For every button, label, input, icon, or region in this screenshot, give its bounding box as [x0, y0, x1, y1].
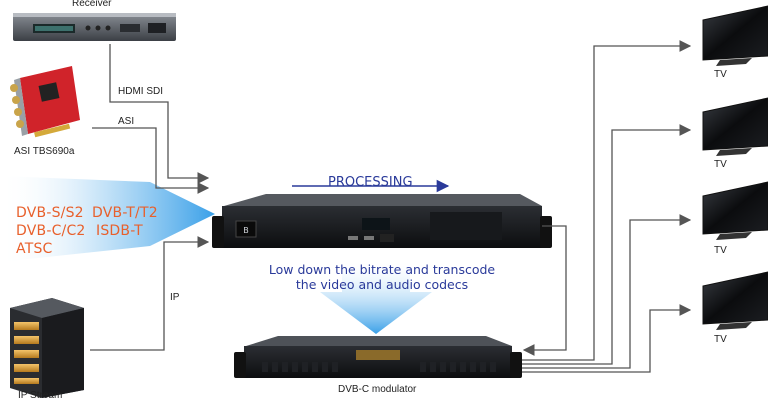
- processor-device: B: [212, 194, 552, 248]
- processor-to-modulator-line: [522, 225, 567, 356]
- tv-2-line: [522, 124, 692, 365]
- tv-2-label: TV: [714, 159, 727, 170]
- tv-1-line: [522, 40, 692, 361]
- signal-dvb-c: DVB-C/C2: [16, 223, 86, 239]
- asi-card-label: ASI TBS690a: [14, 146, 75, 157]
- ip-stream-label: IP Stream: [18, 390, 63, 401]
- ip-label: IP: [170, 292, 180, 303]
- asi-line: [92, 127, 210, 194]
- signal-atsc: ATSC: [16, 241, 53, 257]
- asi-label: ASI: [118, 116, 135, 127]
- tv-3-label: TV: [714, 245, 727, 256]
- downward-beam: [320, 262, 432, 334]
- svg-text:B: B: [243, 226, 249, 235]
- processing-note-line-1: Low down the bitrate and transcode: [268, 262, 496, 277]
- signal-beam: [0, 176, 215, 262]
- hdmi-sdi-line: [109, 44, 210, 184]
- tv-3: [702, 181, 768, 240]
- tv-4-label: TV: [714, 334, 727, 345]
- ip-line: [90, 236, 210, 351]
- ip-stream-server: [10, 298, 84, 398]
- tv-4: [702, 271, 768, 330]
- signal-isdb-t: ISDB-T: [96, 223, 143, 239]
- tv-4-line: [522, 304, 692, 373]
- tv-2: [702, 97, 768, 156]
- receiver-device: [13, 13, 176, 41]
- processing-note-line-2: the video and audio codecs: [295, 277, 469, 292]
- signal-dvb-t: DVB-T/T2: [92, 205, 158, 221]
- receiver-label: Receiver: [72, 0, 112, 9]
- hdmi-sdi-label: HDMI SDI: [118, 86, 163, 97]
- processing-label: PROCESSING: [328, 175, 413, 190]
- tv-1-label: TV: [714, 69, 727, 80]
- modulator-label: DVB-C modulator: [338, 384, 417, 395]
- modulator-device: [234, 336, 522, 378]
- tv-3-line: [522, 214, 692, 369]
- asi-card: [10, 66, 80, 138]
- signal-dvb-s: DVB-S/S2: [16, 205, 84, 221]
- tv-1: [702, 5, 768, 66]
